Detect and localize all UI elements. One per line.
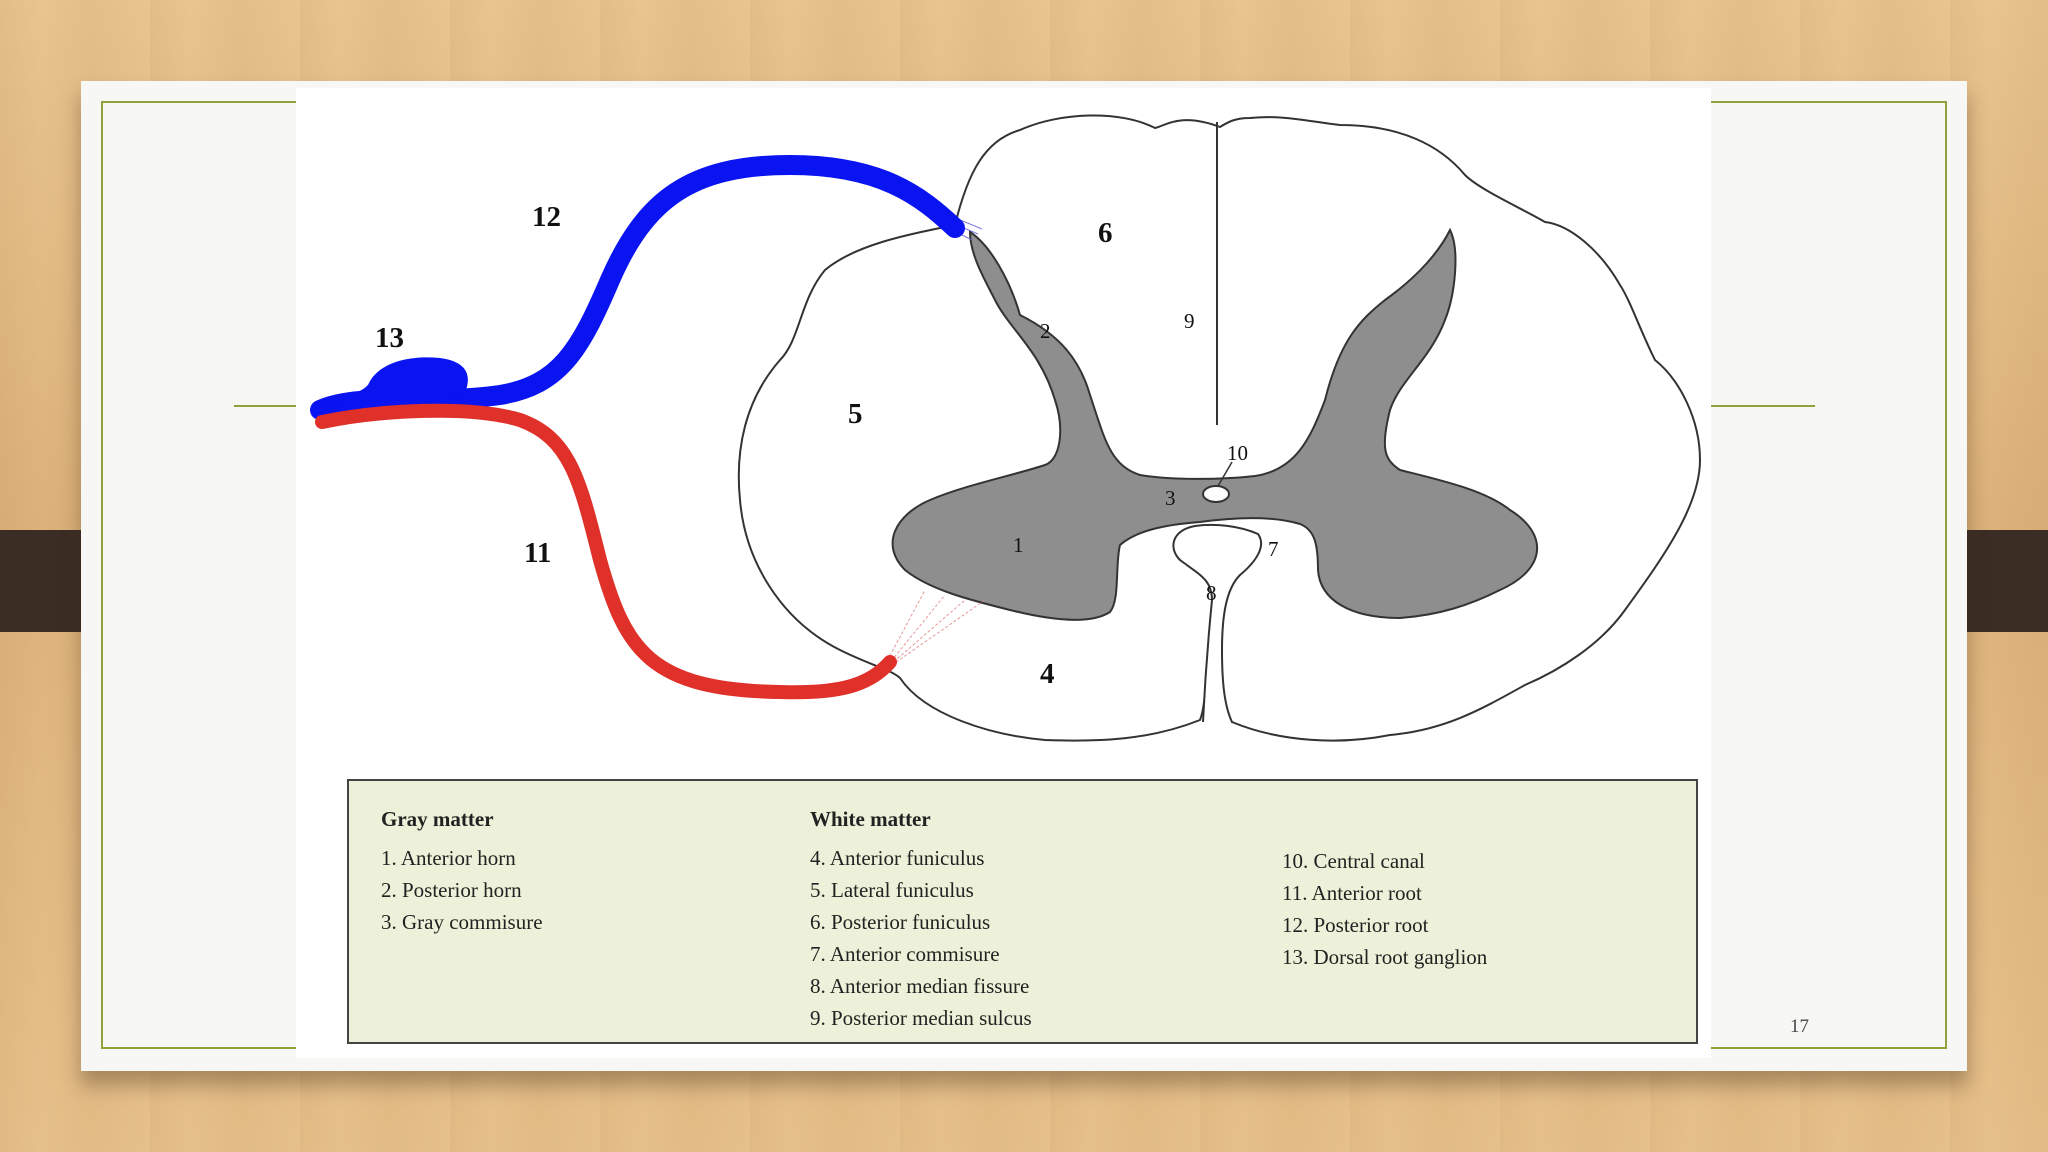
label-anterior-median-fissure: 8 xyxy=(1206,581,1217,605)
legend-gray-heading: Gray matter xyxy=(381,807,494,831)
legend-white-heading: White matter xyxy=(810,807,931,831)
left-accent-line xyxy=(234,405,296,407)
legend-item: 2. Posterior horn xyxy=(381,878,522,902)
label-anterior-commissure: 7 xyxy=(1268,537,1279,561)
gray-matter xyxy=(891,227,1538,621)
label-lateral-funiculus: 5 xyxy=(848,398,863,430)
legend-item: 9. Posterior median sulcus xyxy=(810,1006,1032,1030)
label-anterior-funiculus: 4 xyxy=(1040,658,1055,690)
label-posterior-root: 12 xyxy=(532,201,561,233)
legend-item: 3. Gray commisure xyxy=(381,910,543,934)
legend-item: 8. Anterior median fissure xyxy=(810,974,1030,998)
anterior-median-fissure xyxy=(1172,523,1263,723)
anterior-root xyxy=(315,403,897,700)
central-canal-pointer xyxy=(1217,461,1233,487)
anterior-rootlets xyxy=(884,589,986,666)
legend-box: Gray matter 1. Anterior horn 2. Posterio… xyxy=(347,779,1698,1044)
label-anterior-root: 11 xyxy=(524,537,551,569)
legend-white-column: White matter 4. Anterior funiculus 5. La… xyxy=(810,807,1032,1034)
legend-item: 4. Anterior funiculus xyxy=(810,846,985,870)
label-posterior-funiculus: 6 xyxy=(1098,217,1113,249)
dorsal-root-ganglion xyxy=(322,357,468,414)
legend-item: 6. Posterior funiculus xyxy=(810,910,991,934)
central-canal xyxy=(1202,485,1230,503)
right-accent-line xyxy=(1711,405,1815,407)
legend-item: 13. Dorsal root ganglion xyxy=(1282,945,1488,969)
label-gray-commissure: 3 xyxy=(1165,486,1176,510)
page-number: 17 xyxy=(1790,1016,1809,1037)
label-central-canal: 10 xyxy=(1227,441,1248,465)
legend-item: 5. Lateral funiculus xyxy=(810,878,974,902)
legend-item: 11. Anterior root xyxy=(1282,881,1422,905)
legend-gray-column: Gray matter 1. Anterior horn 2. Posterio… xyxy=(381,807,543,938)
label-anterior-horn: 1 xyxy=(1013,533,1024,557)
legend-item: 12. Posterior root xyxy=(1282,913,1429,937)
legend-other-column: 10. Central canal 11. Anterior root 12. … xyxy=(1282,845,1487,973)
legend-item: 7. Anterior commisure xyxy=(810,942,1000,966)
legend-item: 10. Central canal xyxy=(1282,849,1425,873)
label-ganglion: 13 xyxy=(375,322,404,354)
label-posterior-median-sulcus: 9 xyxy=(1184,309,1195,333)
label-posterior-horn: 2 xyxy=(1040,319,1051,343)
legend-item: 1. Anterior horn xyxy=(381,846,516,870)
